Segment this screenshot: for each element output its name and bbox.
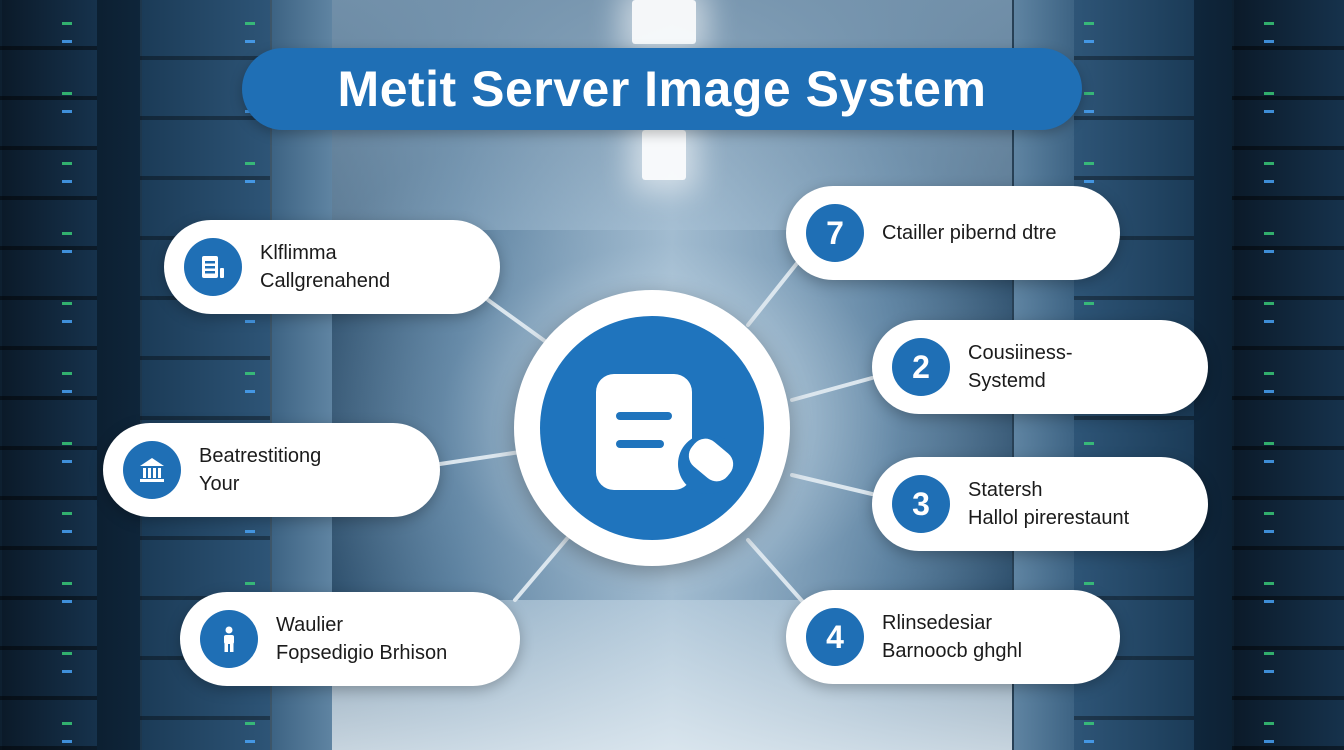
node-text: Klflimma Callgrenahend [260, 239, 390, 295]
node-text: Cousiiness- Systemd [968, 339, 1072, 395]
node-card-left-mid: Beatrestitiong Your [103, 423, 440, 517]
person-icon [224, 626, 234, 652]
node-text: Ctailler pibernd dtre [882, 219, 1057, 247]
connector-right-1 [746, 260, 800, 327]
server-rack [0, 0, 97, 750]
node-line-2: Systemd [968, 370, 1046, 392]
node-badge [123, 441, 181, 499]
node-line-1: Rlinsedesiar [882, 612, 993, 634]
rack-status-leds [62, 0, 72, 750]
connector-left-mid [438, 450, 522, 466]
node-text: Statersh Hallol pirerestaunt [968, 476, 1129, 532]
node-badge [184, 238, 242, 296]
rack-status-leds [245, 0, 255, 750]
node-number-badge: 7 [806, 204, 864, 262]
node-line-2: Hallol pirerestaunt [968, 507, 1130, 529]
node-line-2: Your [199, 473, 240, 495]
node-line-1: Beatrestitiong [199, 445, 322, 467]
node-line-1: Klflimma [260, 242, 337, 264]
node-number-badge: 4 [806, 608, 864, 666]
server-rack [1232, 0, 1344, 750]
node-number-badge: 3 [892, 475, 950, 533]
connector-left-bottom [513, 533, 572, 602]
diagram-title: Metit Server Image System [337, 61, 987, 117]
node-line-1: Cousiiness- [968, 342, 1073, 364]
node-number-badge: 2 [892, 338, 950, 396]
node-text: Waulier Fopsedigio Brhison [276, 611, 447, 667]
rack-status-leds [1264, 0, 1274, 750]
connector-right-2 [790, 376, 874, 402]
connector-right-3 [790, 473, 874, 496]
node-text: Rlinsedesiar Barnoocb ghghl [882, 609, 1022, 665]
ceiling-light [642, 130, 686, 180]
node-card-left-bottom: Waulier Fopsedigio Brhison [180, 592, 520, 686]
ceiling-light [632, 0, 696, 44]
title-banner: Metit Server Image System [242, 48, 1082, 130]
node-card-left-top: Klflimma Callgrenahend [164, 220, 500, 314]
document-search-icon [596, 374, 738, 494]
node-line-2: Barnoocb ghghl [882, 640, 1023, 662]
node-line-1: Waulier [276, 614, 344, 636]
node-badge [200, 610, 258, 668]
node-line-2: Fopsedigio Brhison [276, 642, 448, 664]
node-text: Beatrestitiong Your [199, 442, 321, 498]
node-line-2: Callgrenahend [260, 270, 391, 292]
building-icon [140, 458, 164, 482]
node-card-right-1: 7 Ctailler pibernd dtre [786, 186, 1120, 280]
connector-right-4 [746, 538, 812, 612]
node-card-right-3: 3 Statersh Hallol pirerestaunt [872, 457, 1208, 551]
node-card-right-4: 4 Rlinsedesiar Barnoocb ghghl [786, 590, 1120, 684]
node-line-1: Statersh [968, 479, 1043, 501]
server-list-icon [202, 256, 224, 278]
node-card-right-2: 2 Cousiiness- Systemd [872, 320, 1208, 414]
node-line-1: Ctailler pibernd dtre [882, 222, 1057, 244]
central-hub [540, 316, 764, 540]
